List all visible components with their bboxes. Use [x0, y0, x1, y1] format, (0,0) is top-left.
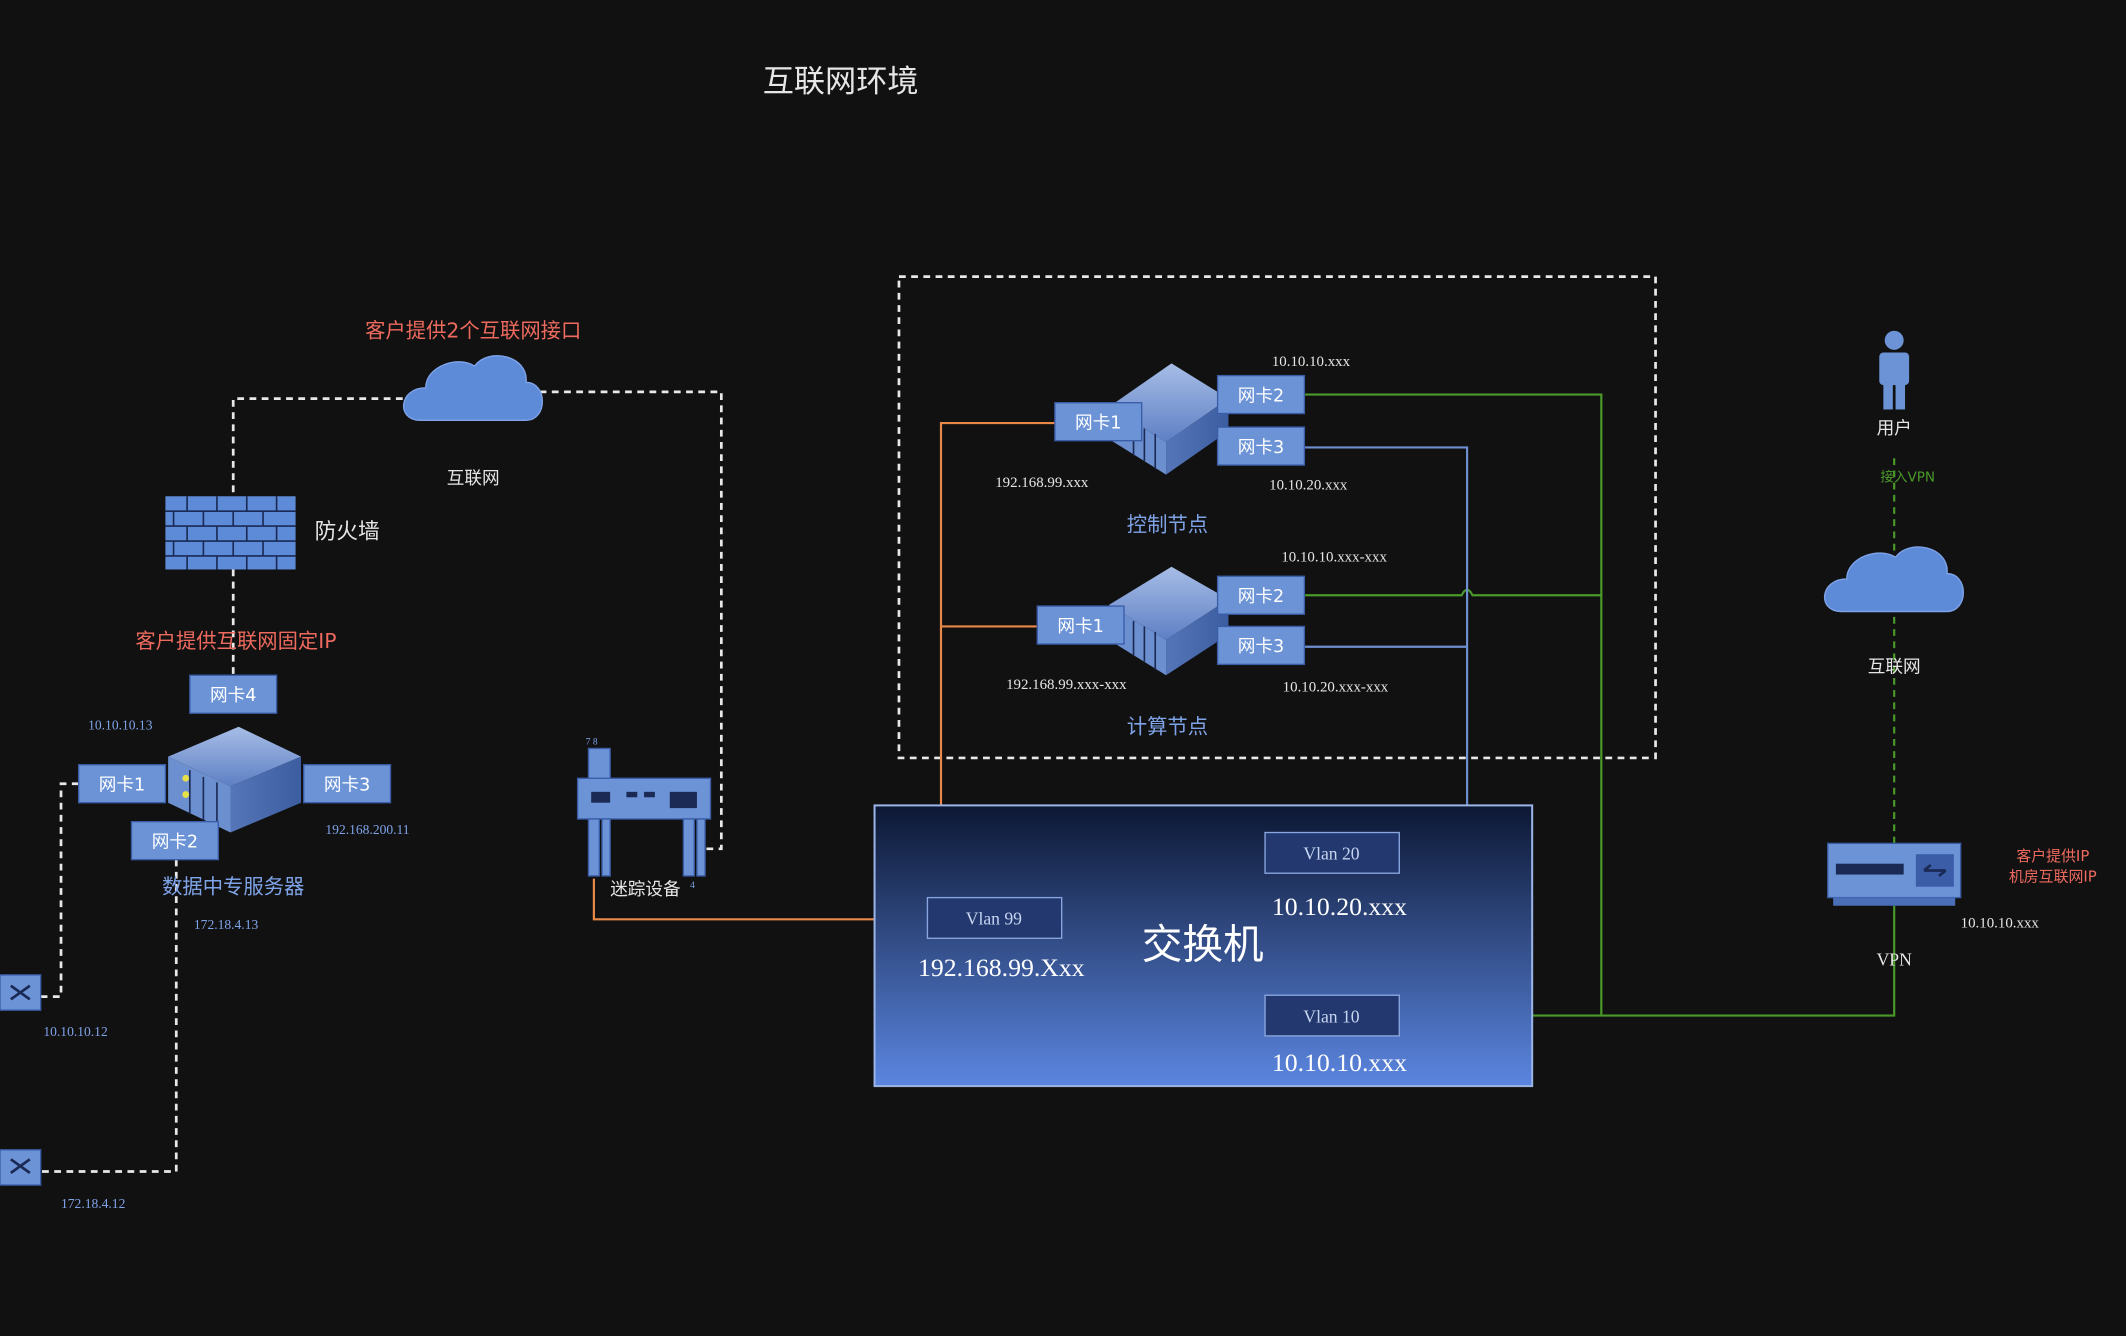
note-customer-ip-line2: 机房互联网IP — [2009, 867, 2097, 885]
user-label: 用户 — [1877, 419, 1912, 439]
compute-node-label: 计算节点 — [1127, 715, 1208, 739]
internet-left-label: 互联网 — [447, 469, 500, 489]
link-compute-nic2-vlan10 — [1304, 588, 1602, 597]
solid-links — [592, 393, 1896, 1017]
compute-ip-nic2: 10.10.10.xxx-xxx — [1281, 549, 1387, 565]
link-firewall-internet — [231, 397, 410, 505]
compute-nic2: 网卡2 — [1216, 575, 1306, 615]
control-nic3-label: 网卡3 — [1238, 438, 1284, 458]
vlan20-port: Vlan 20 — [1264, 831, 1400, 874]
note-customer-ip-line1: 客户提供IP — [2016, 847, 2089, 865]
device-b-icon — [0, 1149, 42, 1186]
tracking-device-icon — [576, 747, 712, 877]
tracking-right-mark: 4 — [690, 881, 695, 891]
tracking-device-label: 迷踪设备 — [610, 880, 681, 900]
compute-ip-nic3: 10.10.20.xxx-xxx — [1283, 680, 1389, 696]
vlan99-port: Vlan 99 — [926, 896, 1063, 939]
internet-cloud-left-icon — [403, 355, 544, 422]
vlan99-ip: 192.168.99.Xxx — [918, 953, 1085, 982]
nic2-label: 网卡2 — [152, 832, 198, 852]
link-vlan10-vpn — [1399, 905, 1896, 1017]
ip-nic3: 192.168.200.11 — [325, 822, 409, 837]
switch-box — [873, 804, 1534, 1088]
compute-nic2-label: 网卡2 — [1238, 587, 1284, 607]
vpn-device-icon — [1827, 842, 1962, 906]
vlan10-label: Vlan 10 — [1303, 1006, 1359, 1026]
vlan20-label: Vlan 20 — [1303, 844, 1359, 864]
control-ip-nic1: 192.168.99.xxx — [995, 475, 1089, 491]
link-control-nic1-vlan99 — [939, 421, 1055, 899]
compute-nic1: 网卡1 — [1036, 605, 1125, 645]
vlan10-ip: 10.10.10.xxx — [1272, 1048, 1407, 1077]
control-node-label: 控制节点 — [1127, 513, 1208, 537]
link-internet-tracking — [539, 390, 723, 851]
vlan20-ip: 10.10.20.xxx — [1272, 892, 1407, 921]
control-ip-nic2: 10.10.10.xxx — [1272, 354, 1351, 370]
user-icon — [1879, 330, 1910, 410]
server-left-nic1: 网卡1 — [77, 764, 167, 804]
link-nic2-device-b — [40, 859, 178, 1173]
control-nic1-label: 网卡1 — [1075, 413, 1121, 433]
note-fixed-ip: 客户提供互联网固定IP — [135, 629, 336, 653]
compute-node-server-icon — [1109, 566, 1229, 676]
link-control-nic2-vlan10 — [1304, 393, 1603, 1016]
compute-nic3: 网卡3 — [1216, 625, 1306, 666]
nic4-label: 网卡4 — [210, 686, 256, 706]
compute-nic3-label: 网卡3 — [1238, 637, 1284, 657]
server-left-nic3: 网卡3 — [303, 764, 392, 804]
link-nic1-device-a — [40, 782, 79, 998]
device-a-ip: 10.10.10.12 — [43, 1024, 108, 1039]
note-two-ports: 客户提供2个互联网接口 — [365, 319, 581, 343]
control-nic3: 网卡3 — [1216, 426, 1306, 466]
link-control-nic3-vlan20 — [1304, 446, 1469, 854]
link-tracking-vlan99 — [592, 878, 928, 921]
internet-cloud-right-icon — [1824, 546, 1965, 613]
server-left-label: 数据中专服务器 — [162, 875, 304, 899]
page-title: 互联网环境 — [763, 64, 919, 100]
control-nic2-label: 网卡2 — [1238, 386, 1284, 406]
internet-right-label: 互联网 — [1868, 658, 1921, 678]
server-left-icon — [168, 726, 302, 833]
vpn-label: VPN — [1877, 949, 1913, 969]
control-nic2: 网卡2 — [1216, 374, 1306, 415]
server-left-nic4: 网卡4 — [189, 674, 278, 714]
device-a-icon — [0, 974, 42, 1011]
control-ip-nic3: 10.10.20.xxx — [1269, 477, 1348, 493]
control-nic1: 网卡1 — [1054, 402, 1143, 442]
firewall-label: 防火墙 — [315, 519, 380, 544]
vlan10-port: Vlan 10 — [1264, 994, 1400, 1037]
device-b-ip: 172.18.4.12 — [61, 1196, 126, 1211]
tracking-left-mark: 7 8 — [586, 737, 598, 747]
vpn-access-label: 接入VPN — [1880, 468, 1935, 485]
vlan99-label: Vlan 99 — [966, 909, 1022, 929]
ip-nic4: 10.10.10.13 — [88, 717, 153, 732]
server-left-nic2: 网卡2 — [130, 820, 219, 861]
ip-nic2: 172.18.4.13 — [194, 917, 259, 932]
nic3-label: 网卡3 — [324, 775, 370, 795]
nic1-label: 网卡1 — [99, 775, 145, 795]
vpn-ip: 10.10.10.xxx — [1961, 915, 2040, 931]
compute-nic1-label: 网卡1 — [1057, 617, 1103, 637]
compute-ip-nic1: 192.168.99.xxx-xxx — [1006, 677, 1127, 693]
firewall-icon — [165, 496, 296, 570]
switch-label: 交换机 — [1142, 921, 1264, 969]
